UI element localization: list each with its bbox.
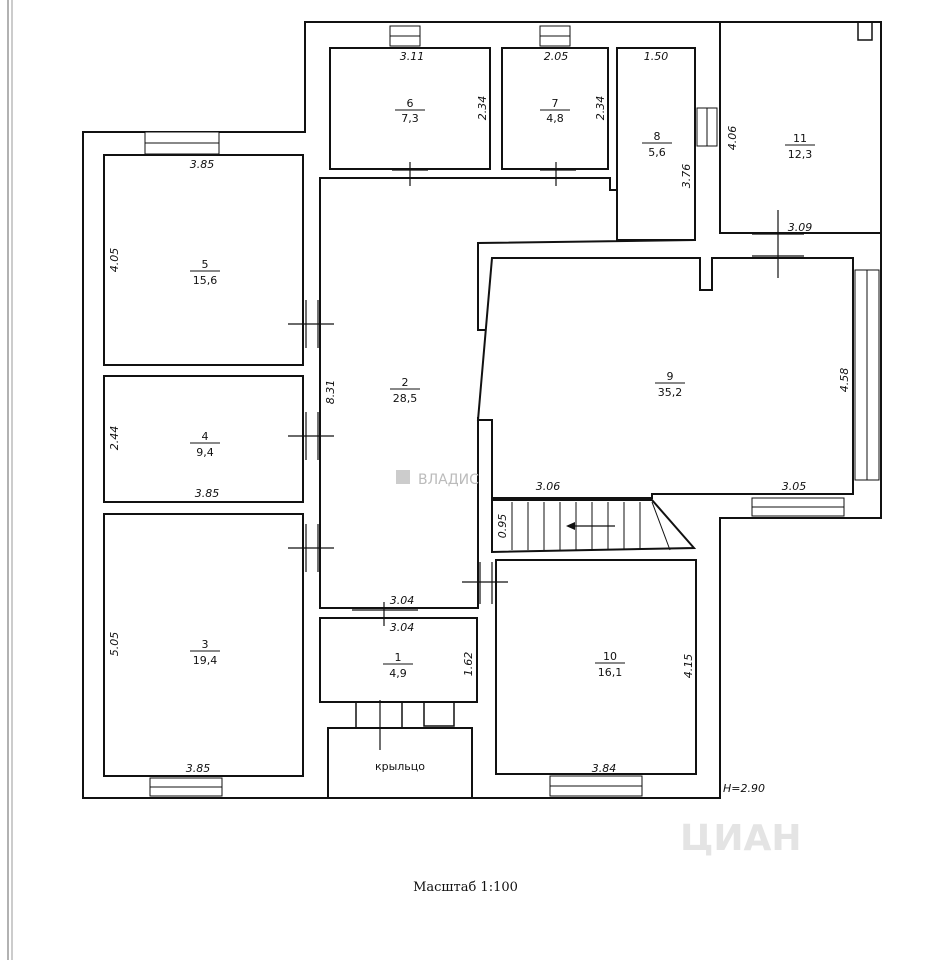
room-7-number: 7 [552,97,559,110]
room-7 [501,47,609,170]
dim-r2-height: 8.31 [324,380,337,405]
dim-r9-width-right: 3.05 [782,480,807,493]
watermark-vladis: ВЛАДИС [396,470,479,488]
room-2-area: 28,5 [393,392,418,405]
stair-arrow [566,522,615,530]
room-4 [103,375,304,503]
room-3 [103,513,304,777]
dim-r8-height: 3.76 [680,164,693,189]
room-10-area: 16,1 [598,666,623,679]
ceiling-height: H=2.90 [723,782,765,795]
room-8 [609,47,696,241]
room-1-number: 1 [395,651,402,664]
door-marks [288,162,804,750]
room-7-area: 4,8 [546,112,564,125]
dim-r2-width: 3.04 [390,594,415,607]
room-3-number: 3 [202,638,209,651]
watermark-cian: ЦИАН [680,818,802,859]
dim-r11-height: 4.06 [726,126,739,151]
dim-r1-width: 3.04 [390,621,415,634]
dim-r5-width: 3.85 [190,158,215,171]
room-11-area: 12,3 [788,148,813,161]
room-3-area: 19,4 [193,654,218,667]
dim-r9-height: 4.58 [838,368,851,393]
room-8-number: 8 [654,130,661,143]
porch-step [355,701,403,729]
room-11-number: 11 [793,132,807,145]
dim-r9-width-left: 3.06 [536,480,561,493]
watermark-text: ВЛАДИС [418,472,479,488]
dim-r10-width: 3.84 [592,762,617,775]
room-9 [476,257,854,499]
house-icon [396,470,410,484]
room-5-area: 15,6 [193,274,218,287]
scale-caption: Масштаб 1:100 [413,880,518,895]
dim-r3-height: 5.05 [108,632,121,657]
porch-step [423,701,455,727]
room-1-area: 4,9 [389,667,407,680]
dim-r6-height: 2.34 [476,96,489,121]
room-4-number: 4 [202,430,209,443]
room-10-number: 10 [603,650,617,663]
room-5-number: 5 [202,258,209,271]
room-2 [319,177,696,609]
dim-r4-width: 3.85 [195,487,220,500]
dim-r1-height: 1.62 [462,652,475,677]
dimension-labels: 3.11 2.34 2.05 2.34 1.50 3.76 4.06 3.09 … [108,50,851,795]
room-2-number: 2 [402,376,409,389]
dim-r7-height: 2.34 [594,96,607,121]
room-8-area: 5,6 [648,146,666,159]
windows [144,25,880,797]
room-6-number: 6 [407,97,414,110]
room-11-column [857,21,873,41]
room-11 [719,21,882,234]
room-9-number: 9 [667,370,674,383]
dim-stair-height: 0.95 [496,514,509,539]
dim-r6-width: 3.11 [400,50,425,63]
dim-r10-height: 4.15 [682,654,695,679]
dim-r8-width: 1.50 [644,50,669,63]
room-4-area: 9,4 [196,446,214,459]
dim-r4-height: 2.44 [108,426,121,451]
dim-r3-width: 3.85 [186,762,211,775]
dim-r7-width: 2.05 [544,50,569,63]
porch-label: крыльцо [375,760,425,773]
dim-r11-width: 3.09 [788,221,813,234]
room-labels: 6 7,3 7 4,8 8 5,6 11 12,3 5 15,6 2 28,5 … [190,97,815,773]
room-1 [319,617,478,703]
room-6-area: 7,3 [401,112,419,125]
dim-r5-height: 4.05 [108,248,121,273]
room-5 [103,154,304,366]
room-9-area: 35,2 [658,386,683,399]
room-10 [495,559,697,775]
